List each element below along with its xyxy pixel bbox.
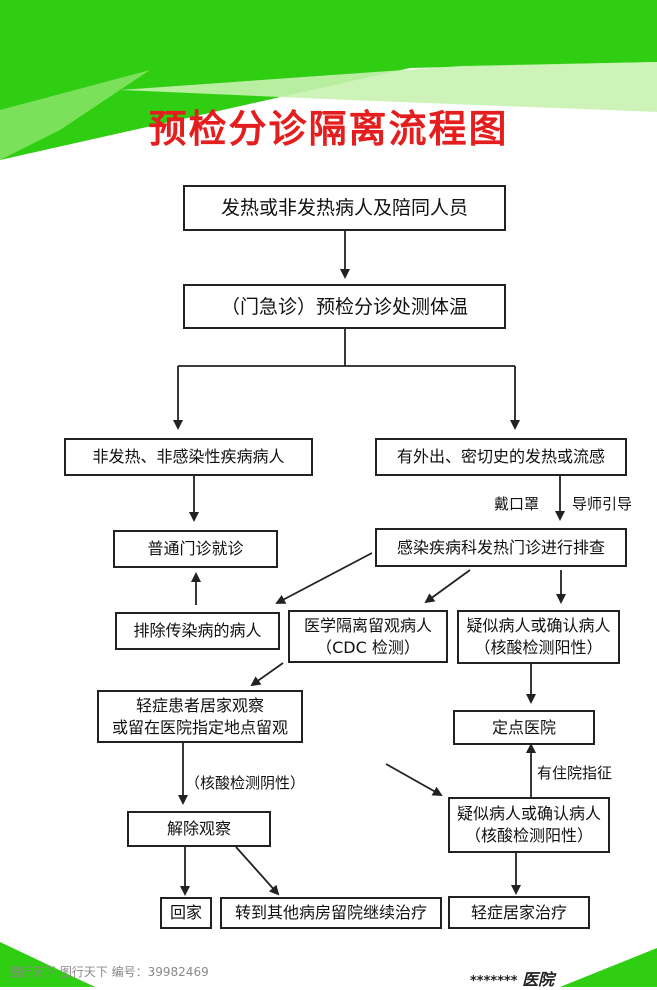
node-fever-patients-label: 发热或非发热病人及陪同人员 [220,197,468,219]
node-medical-isolation-line2: （CDC 检测） [316,637,420,657]
node-go-home-label: 回家 [169,903,202,922]
watermark: 图行天下 图行天下 编号：39982469 [8,965,209,979]
node-transfer-other-ward: 转到其他病房留院继续治疗 [220,897,442,929]
arrow-n8-n10 [250,662,284,687]
node-non-fever: 非发热、非感染性疾病病人 [64,438,313,476]
hospital-stamp: ******* 医院 [470,966,554,990]
node-suspected-confirmed-bottom-line2: （核酸检测阳性） [464,826,593,845]
node-release-observation-label: 解除观察 [166,819,231,838]
stamp-seal: 医院 [522,970,555,989]
node-suspected-confirmed-bottom: 疑似病人或确认病人 （核酸检测阳性） [448,797,610,853]
node-designated-hospital: 定点医院 [453,710,595,745]
node-fever-travel-contact: 有外出、密切史的发热或流感 [375,438,627,476]
node-suspected-confirmed-top-line2: （核酸检测阳性） [474,638,603,657]
node-fever-clinic-screening-label: 感染疾病科发热门诊进行排查 [396,537,605,557]
node-non-fever-label: 非发热、非感染性疾病病人 [92,447,285,466]
node-go-home: 回家 [160,897,212,929]
arrow-n10-n13 [385,763,443,796]
node-transfer-other-ward-label: 转到其他病房留院继续治疗 [234,903,427,922]
label-guide: 导师引导 [572,495,633,513]
node-medical-isolation-line1: 医学隔离留观病人 [303,615,432,635]
node-excluded-infectious: 排除传染病的病人 [115,612,280,650]
arrow-n12-n15 [235,846,280,896]
node-fever-patients: 发热或非发热病人及陪同人员 [183,185,506,231]
node-release-observation: 解除观察 [127,811,271,847]
node-excluded-infectious-label: 排除传染病的病人 [133,621,262,640]
node-suspected-confirmed-bottom-line1: 疑似病人或确认病人 [456,804,601,823]
label-wear-mask: 戴口罩 [494,495,540,513]
stamp-stars: ******* [470,974,518,989]
node-mild-home-treatment-label: 轻症居家治疗 [470,902,567,922]
node-general-clinic-label: 普通门诊就诊 [147,539,244,558]
page-title: 预检分诊隔离流程图 [148,107,509,151]
node-mild-home-observation: 轻症患者居家观察 或留在医院指定地点留观 [97,690,303,743]
node-triage-temperature: （门急诊）预检分诊处测体温 [183,284,506,329]
node-triage-temperature-label: （门急诊）预检分诊处测体温 [220,295,468,318]
node-mild-home-observation-line2: 或留在医院指定地点留观 [111,717,288,737]
node-designated-hospital-label: 定点医院 [491,717,556,737]
label-admission-indication: 有住院指征 [537,764,613,782]
node-medical-isolation: 医学隔离留观病人 （CDC 检测） [288,610,448,663]
arrow-n6-n8 [424,569,471,604]
node-suspected-confirmed-top-line1: 疑似病人或确认病人 [466,616,611,635]
node-general-clinic: 普通门诊就诊 [113,530,278,568]
label-nucleic-negative: （核酸检测阴性） [185,774,306,792]
node-mild-home-observation-line1: 轻症患者居家观察 [135,695,264,715]
node-fever-travel-contact-label: 有外出、密切史的发热或流感 [396,447,605,466]
arrow-n6-n7 [275,552,373,604]
node-fever-clinic-screening: 感染疾病科发热门诊进行排查 [375,528,627,567]
node-suspected-confirmed-top: 疑似病人或确认病人 （核酸检测阳性） [457,610,620,664]
node-mild-home-treatment: 轻症居家治疗 [448,896,590,929]
